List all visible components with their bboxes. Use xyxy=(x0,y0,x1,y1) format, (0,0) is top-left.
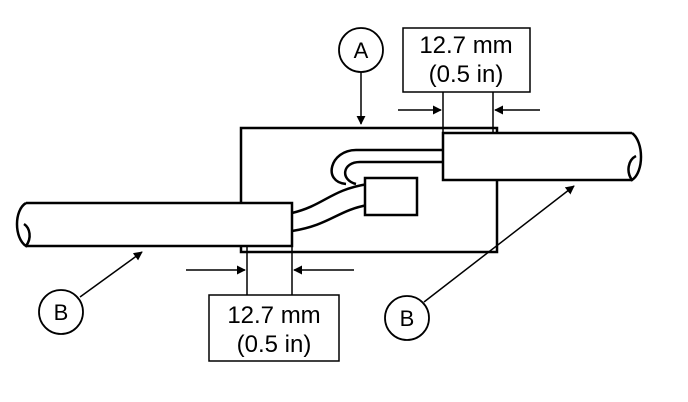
callout-b-left-arrow xyxy=(79,251,143,298)
bottom-dimension-box xyxy=(208,294,340,362)
callout-b-left: B xyxy=(38,251,143,335)
top-dimension-metric: 12.7 mm xyxy=(419,32,512,59)
inner-conductors xyxy=(291,148,443,233)
right-wire xyxy=(441,131,643,182)
callout-a: A xyxy=(338,27,384,125)
top-dimension: 12.7 mm (0.5 in) xyxy=(398,27,540,133)
callout-b-right-arrow xyxy=(423,185,575,303)
callout-b-right: B xyxy=(384,185,575,341)
callout-b-left-label: B xyxy=(54,300,69,325)
callout-a-label: A xyxy=(354,38,369,63)
crimp-sleeve xyxy=(363,176,419,217)
callout-b-right-label: B xyxy=(400,306,415,331)
bottom-dimension: 12.7 mm (0.5 in) xyxy=(186,246,354,362)
left-wire xyxy=(15,201,294,248)
bottom-dimension-imperial: (0.5 in) xyxy=(237,331,312,358)
top-dimension-box xyxy=(402,27,531,93)
top-dimension-imperial: (0.5 in) xyxy=(429,61,504,88)
bottom-dimension-metric: 12.7 mm xyxy=(227,302,320,329)
